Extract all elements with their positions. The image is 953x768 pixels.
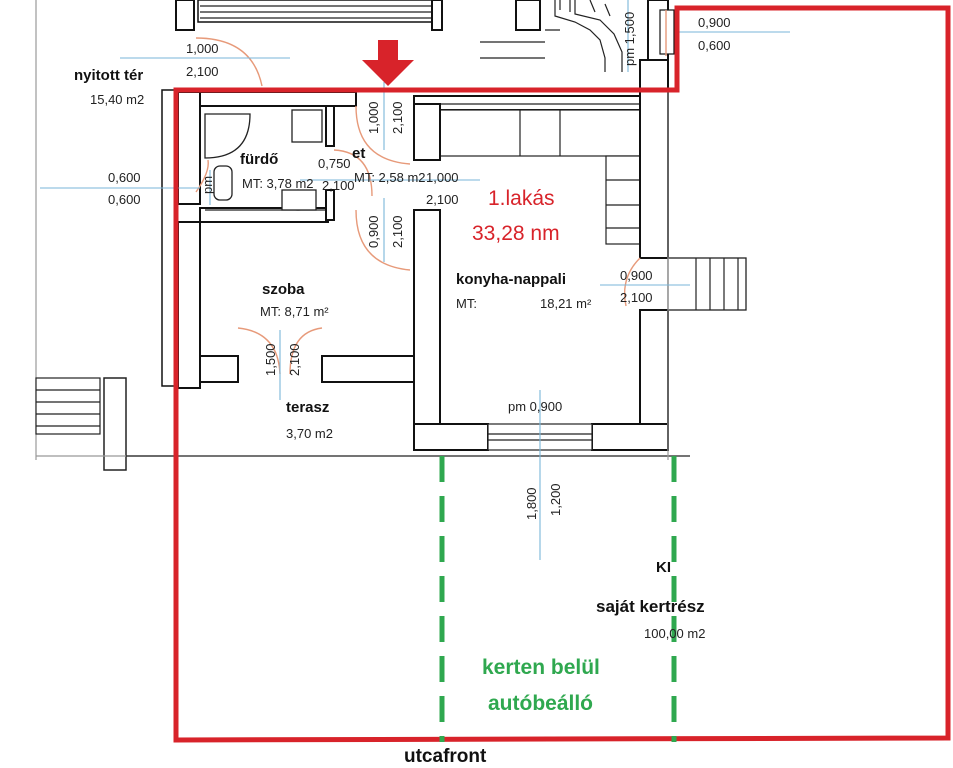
dim-hall-right-w: 1,000 (426, 170, 459, 185)
room-open-space-name: nyitott tér (74, 67, 143, 84)
street-front-label: utcafront (404, 746, 487, 767)
annotations: 1.lakás 33,28 nm kerten belül autóbeálló… (404, 187, 600, 767)
room-bathroom-area: MT: 3,78 m2 (242, 176, 314, 191)
room-kitchen-area: 18,21 m² (540, 296, 592, 311)
room-hall-name: et (352, 145, 365, 162)
dimension-lines (40, 0, 790, 560)
dimension-labels: 1,000 2,100 0,900 0,600 pm 1,500 1,000 2… (108, 12, 731, 520)
dim-hall-right-h: 2,100 (426, 192, 459, 207)
dim-top-door-w: 1,000 (186, 41, 219, 56)
unit-area: 33,28 nm (472, 222, 560, 245)
dim-top-door-h: 2,100 (186, 64, 219, 79)
dim-top-right-w: 0,900 (698, 15, 731, 30)
dim-entry-w: 1,000 (366, 101, 381, 134)
room-hall-area: MT: 2,58 m2 (354, 170, 426, 185)
dim-left-win-w: 0,600 (108, 170, 141, 185)
dim-bath-door-w: 0,750 (318, 156, 351, 171)
dim-top-right-h: 0,600 (698, 38, 731, 53)
dim-left-win-h: 0,600 (108, 192, 141, 207)
unit-name: 1.lakás (488, 187, 555, 210)
dim-kitchen-door-w: 0,900 (620, 268, 653, 283)
room-open-space-area: 15,40 m2 (90, 92, 144, 107)
room-terrace-area: 3,70 m2 (286, 426, 333, 441)
room-bathroom-name: fürdő (240, 151, 278, 168)
dim-bottom-w: 1,800 (524, 487, 539, 520)
parking-label-line2: autóbeálló (488, 692, 593, 715)
dim-bedroom-door-h: 2,100 (287, 343, 302, 376)
dim-bath-door-h: 2,100 (322, 178, 355, 193)
parking-lines (439, 456, 677, 742)
room-kitchen-area-prefix: MT: (456, 296, 477, 311)
dim-inner-door-w: 0,900 (366, 215, 381, 248)
dim-entry-h: 2,100 (390, 101, 405, 134)
left-stair (35, 377, 176, 471)
arrow-down-icon (362, 40, 414, 86)
room-bedroom-name: szoba (262, 281, 305, 298)
dim-kitchen-window: pm 0,900 (508, 399, 562, 414)
room-kitchen-name: konyha-nappali (456, 271, 566, 288)
room-bedroom-area: MT: 8,71 m² (260, 304, 329, 319)
room-garden-name: saját kertrész (596, 597, 705, 616)
dim-inner-door-h: 2,100 (390, 215, 405, 248)
room-terrace-name: terasz (286, 399, 329, 416)
apartment-walls (126, 59, 747, 460)
room-garden-code: KI (656, 559, 671, 576)
dim-kitchen-door-h: 2,100 (620, 290, 653, 305)
unit-boundary (173, 5, 951, 743)
dim-stair-pm: pm 1,500 (622, 12, 637, 66)
parking-label-line1: kerten belül (482, 656, 600, 679)
dim-bedroom-door-w: 1,500 (263, 343, 278, 376)
dim-bottom-h: 1,200 (548, 483, 563, 516)
room-labels: nyitott tér 15,40 m2 fürdő MT: 3,78 m2 e… (74, 67, 705, 641)
room-garden-area: 100,00 m2 (644, 626, 705, 641)
door-swings (195, 10, 667, 375)
dim-bath-side: pm (200, 176, 215, 194)
